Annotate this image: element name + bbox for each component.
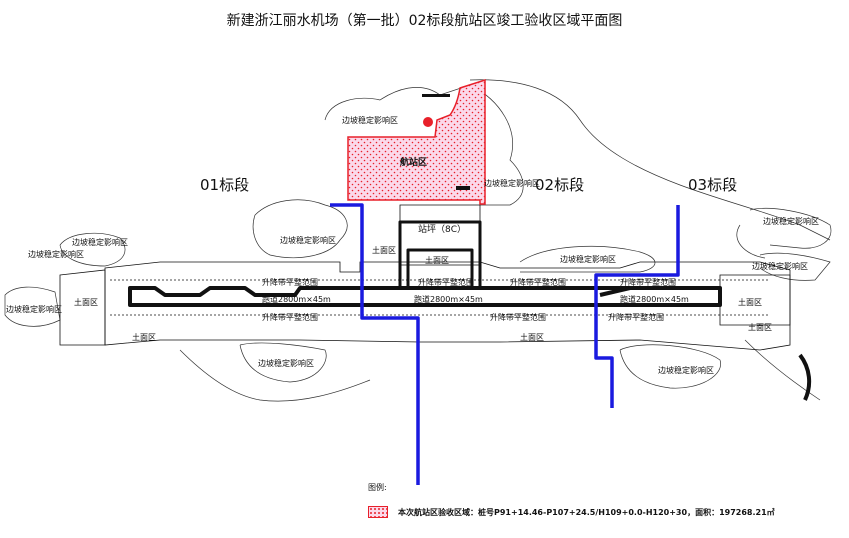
legend-row: 本次航站区验收区域：桩号P91+14.46-P107+24.5/H109+0.0… [368,506,775,518]
terminal-marker-dot [423,117,433,127]
runway-label-right: 跑道2800m×45m [620,294,689,304]
apron-label: 站坪（8C） [418,223,466,235]
legend-terminal-swatch [368,506,388,518]
north-dash-mark [422,94,450,97]
strip-label-left-top: 升降带平整范围 [262,277,318,287]
terminal-label: 航站区 [400,156,427,168]
earth-label-left-end: 土面区 [74,297,98,307]
slope-label-right-mid: 边坡稳定影响区 [752,261,808,271]
section-boundaries [330,203,680,485]
earth-label-right-end: 土面区 [738,297,762,307]
slope-label-top-left: 边坡稳定影响区 [280,235,336,245]
section-01-label: 01标段 [200,176,249,194]
slope-label-top-center: 边坡稳定影响区 [342,115,398,125]
strip-label-left-bottom: 升降带平整范围 [262,312,318,322]
strip-label-center-bottom: 升降带平整范围 [490,312,546,322]
slope-label-far-left-b: 边坡稳定影响区 [6,304,62,314]
strip-label-center-top-a: 升降带平整范围 [418,277,474,287]
terminal-area [347,78,486,205]
runway-label-left: 跑道2800m×45m [262,294,331,304]
terminal-building-block [456,186,470,190]
slope-label-bottom-left: 边坡稳定影响区 [258,358,314,368]
slope-label-bottom-right: 边坡稳定影响区 [658,365,714,375]
section-03-label: 03标段 [688,176,737,194]
earth-label-center-inner: 土面区 [425,255,449,265]
slope-label-mid-left: 边坡稳定影响区 [484,178,540,188]
slope-label-far-left-a: 边坡稳定影响区 [28,249,84,259]
strip-label-right-top: 升降带平整范围 [620,277,676,287]
earth-label-bottom-left: 土面区 [132,332,156,342]
legend-title: 图例: [368,483,387,492]
page-title: 新建浙江丽水机场（第一批）02标段航站区竣工验收区域平面图 [226,13,623,29]
section-02-label: 02标段 [535,176,584,194]
strip-label-center-top-b: 升降带平整范围 [510,277,566,287]
earth-label-center-top: 土面区 [372,245,396,255]
slope-label-left-mid: 边坡稳定影响区 [72,237,128,247]
slope-label-mid-right: 边坡稳定影响区 [560,254,616,264]
strip-label-right-bottom: 升降带平整范围 [608,312,664,322]
earth-label-bottom-right: 土面区 [748,322,772,332]
legend-text: 本次航站区验收区域：桩号P91+14.46-P107+24.5/H109+0.0… [398,507,775,517]
slope-label-right-top: 边坡稳定影响区 [763,216,819,226]
runway-label-center: 跑道2800m×45m [414,294,483,304]
earth-label-bottom-center: 土面区 [520,332,544,342]
runway-system [128,220,722,307]
